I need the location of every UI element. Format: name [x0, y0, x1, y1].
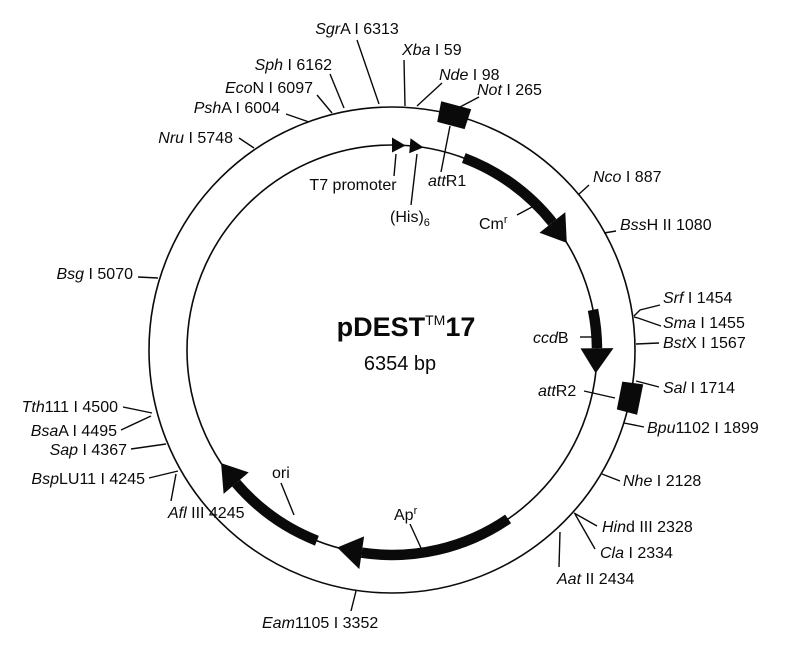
restriction-site-label-887: Nco I 887 — [593, 169, 662, 186]
ori-arrowhead — [221, 463, 249, 494]
site-leader-line-2328 — [573, 512, 598, 527]
site-leader-line-1454 — [633, 304, 661, 317]
restriction-site-label-4245: BspLU11 I 4245 — [31, 471, 145, 488]
ap-resistance-leader-line — [409, 523, 422, 549]
restriction-site-label-4367: Sap I 4367 — [50, 442, 128, 459]
restriction-site-label-6313: SgrA I 6313 — [315, 21, 399, 38]
site-leader-line-6313 — [356, 39, 380, 105]
attR1-leader-line — [440, 125, 451, 173]
outer-backbone-circle — [148, 106, 636, 594]
cm-resistance-arc — [461, 153, 557, 226]
his6-tag-label: (His)6 — [390, 209, 430, 229]
site-leader-line-98 — [416, 82, 443, 107]
site-leader-line-6004 — [285, 113, 310, 123]
restriction-site-label-59: Xba I 59 — [401, 42, 462, 59]
ori-arc — [232, 479, 319, 546]
t7-promoter-leader-line — [393, 153, 397, 177]
restriction-site-label-1567: BstX I 1567 — [663, 335, 746, 352]
site-leader-line-4245 — [170, 473, 177, 502]
site-leader-line-4495 — [120, 415, 152, 431]
ori-label: ori — [272, 465, 290, 482]
site-leader-line-1455 — [633, 316, 662, 327]
ccdB-arrowhead — [580, 348, 614, 374]
restriction-site-label-4495: BsaA I 4495 — [31, 423, 117, 440]
ccdB-arc — [587, 308, 603, 349]
plasmid-size-label: 6354 bp — [364, 353, 436, 375]
ap-resistance-label: Apr — [394, 505, 418, 524]
restriction-site-label-2328: Hind III 2328 — [602, 519, 693, 536]
cm-resistance-label: Cmr — [479, 214, 508, 233]
restriction-site-label-5070: Bsg I 5070 — [56, 266, 133, 283]
site-leader-line-265 — [459, 96, 480, 108]
restriction-site-label-1455: Sma I 1455 — [663, 315, 745, 332]
site-leader-line-5070 — [137, 276, 159, 279]
his6-tag-leader-line — [410, 153, 418, 206]
ap-resistance-arrowhead — [337, 536, 365, 570]
restriction-site-label-4245: Afl III 4245 — [167, 505, 245, 522]
site-leader-line-3352 — [350, 590, 357, 612]
cm-resistance-leader-line — [516, 206, 533, 216]
site-leader-line-4367 — [130, 443, 167, 450]
site-leader-line-5748 — [238, 137, 255, 149]
restriction-site-label-2334: Cla I 2334 — [600, 545, 673, 562]
restriction-site-label-6097: EcoN I 6097 — [225, 80, 313, 97]
site-leader-line-2434 — [558, 531, 561, 568]
ap-resistance-arc — [360, 514, 512, 561]
attR1-label: attR1 — [428, 173, 466, 190]
restriction-site-label-6004: PshA I 6004 — [194, 100, 280, 117]
site-leader-line-4245 — [148, 470, 179, 479]
ccdB-label: ccdB — [533, 330, 569, 347]
restriction-site-label-1080: BssH II 1080 — [620, 217, 712, 234]
restriction-site-label-1454: Srf I 1454 — [663, 290, 732, 307]
restriction-site-label-2128: Nhe I 2128 — [623, 473, 701, 490]
site-leader-line-6162 — [329, 73, 345, 109]
t7-promoter-arrowhead-1 — [392, 137, 406, 153]
site-leader-line-887 — [577, 184, 590, 196]
site-leader-line-1567 — [635, 342, 660, 345]
attR1-box — [437, 101, 472, 130]
restriction-site-label-1899: Bpu1102 I 1899 — [647, 420, 759, 437]
site-leader-line-4500 — [122, 406, 153, 414]
site-leader-line-1080 — [603, 230, 617, 234]
t7-promoter-arrowhead-2 — [409, 138, 424, 154]
site-leader-line-1899 — [623, 422, 645, 428]
cm-resistance-arrowhead — [539, 212, 567, 243]
restriction-site-label-5748: Nru I 5748 — [158, 130, 233, 147]
attR2-leader-line — [583, 390, 616, 399]
restriction-site-label-4500: Tth111 I 4500 — [22, 399, 118, 416]
site-leader-line-59 — [403, 59, 406, 107]
restriction-site-label-2434: Aat II 2434 — [556, 571, 634, 588]
restriction-site-label-3352: Eam1105 I 3352 — [262, 615, 378, 632]
attR2-label: attR2 — [538, 383, 576, 400]
restriction-site-label-6162: Sph I 6162 — [255, 57, 333, 74]
restriction-site-label-98: Nde I 98 — [439, 67, 500, 84]
ori-leader-line — [280, 482, 295, 516]
restriction-site-label-265: Not I 265 — [477, 82, 542, 99]
site-leader-line-2334 — [574, 513, 596, 550]
t7-promoter-label: T7 promoter — [309, 177, 397, 194]
site-leader-line-1714 — [635, 380, 660, 388]
site-leader-line-2128 — [601, 473, 621, 482]
plasmid-title: pDESTTM17 — [337, 312, 476, 342]
site-leader-line-6097 — [316, 94, 333, 114]
attR2-box — [616, 381, 644, 415]
restriction-site-label-1714: Sal I 1714 — [663, 380, 735, 397]
